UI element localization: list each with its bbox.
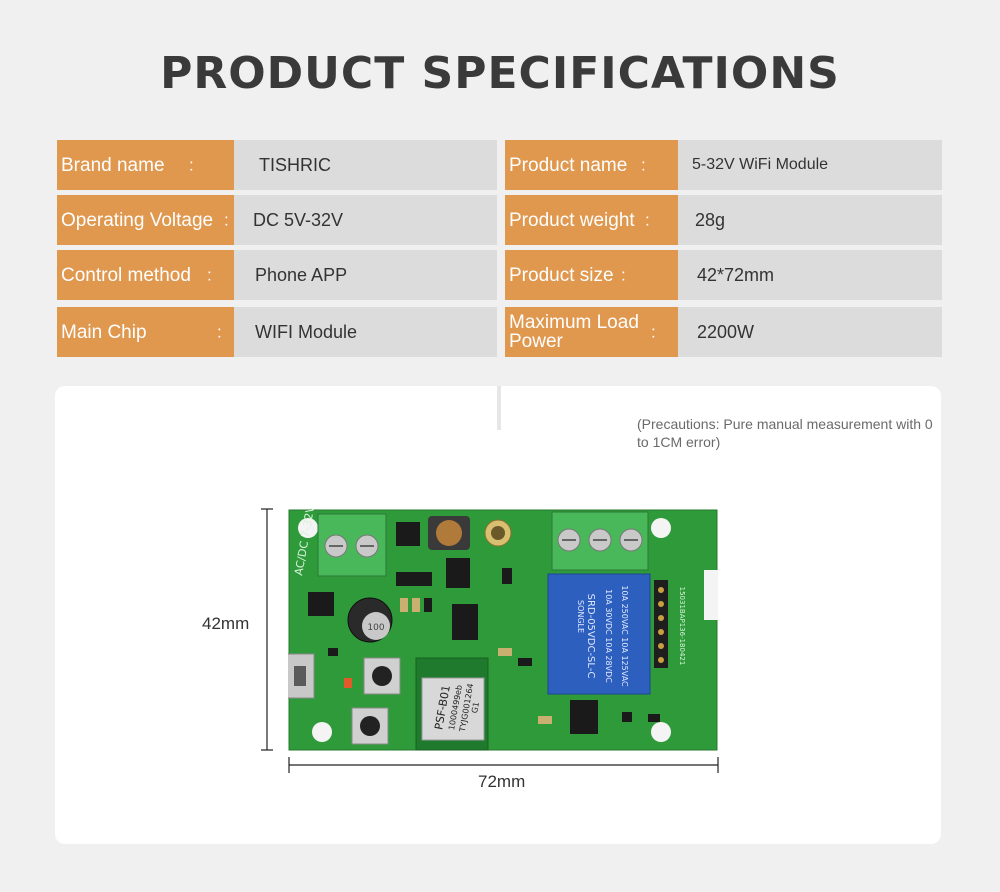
spec-value: WIFI Module xyxy=(234,307,497,357)
spec-row-brand: Brand name : TISHRIC xyxy=(57,140,497,190)
spec-value: TISHRIC xyxy=(234,140,497,190)
measurement-note: (Precautions: Pure manual measurement wi… xyxy=(637,416,933,450)
pcb-board-image: SRD-05VDC-SL-C 10A 30VDC 10A 28VDC 10A 2… xyxy=(288,508,718,751)
spec-label-text: Maximum Load Power xyxy=(509,312,639,352)
spec-label-text: Main Chip xyxy=(61,321,147,343)
spec-row-chip: Main Chip : WIFI Module xyxy=(57,307,497,357)
ic-chip xyxy=(308,592,334,616)
spec-row-weight: Product weight : 28g xyxy=(505,195,942,245)
spec-label: Brand name : xyxy=(57,140,234,190)
spec-colon: : xyxy=(621,265,626,285)
ic-chip xyxy=(446,558,470,588)
spec-label-text: Product weight xyxy=(509,209,635,231)
spec-label: Product name : xyxy=(505,140,678,190)
spec-colon: : xyxy=(207,265,212,285)
spec-label: Product weight : xyxy=(505,195,678,245)
module-rev-text: G1 xyxy=(470,701,481,714)
divider xyxy=(497,386,501,430)
height-dimension-label: 42mm xyxy=(202,614,250,633)
spec-colon: : xyxy=(217,322,222,342)
relay-rating-text: 10A 250VAC 10A 125VAC xyxy=(620,585,629,687)
mounting-hole xyxy=(298,518,318,538)
spec-label-text: Brand name xyxy=(61,154,165,176)
spec-value: 42*72mm xyxy=(678,250,942,300)
spec-row-voltage: Operating Voltage : DC 5V-32V xyxy=(57,195,497,245)
mounting-hole xyxy=(312,722,332,742)
relay-model-text: SRD-05VDC-SL-C xyxy=(585,594,596,679)
spec-label: Control method : xyxy=(57,250,234,300)
spec-colon: : xyxy=(641,155,646,175)
spec-value: Phone APP xyxy=(234,250,497,300)
spec-row-max-load: Maximum Load Power : 2200W xyxy=(505,307,942,357)
mounting-hole xyxy=(651,722,671,742)
spec-label: Operating Voltage : xyxy=(57,195,234,245)
pcb-code-text: 15031BAP136-180421 xyxy=(678,587,686,666)
spec-label: Main Chip : xyxy=(57,307,234,357)
ic-chip xyxy=(570,700,598,734)
spec-colon: : xyxy=(651,322,656,342)
spec-label-text: Product size xyxy=(509,264,614,286)
spec-colon: : xyxy=(645,210,650,230)
spec-value: 2200W xyxy=(678,307,942,357)
spec-row-product-name: Product name : 5-32V WiFi Module xyxy=(505,140,942,190)
spec-value: DC 5V-32V xyxy=(234,195,497,245)
spec-colon: : xyxy=(189,155,194,175)
relay xyxy=(547,573,651,695)
ic-chip xyxy=(452,604,478,640)
ic-chip xyxy=(396,522,420,546)
ic-chip xyxy=(396,572,432,586)
relay-brand-text: SONGLE xyxy=(576,600,585,633)
spec-row-control: Control method : Phone APP xyxy=(57,250,497,300)
spec-label-text: Operating Voltage xyxy=(61,209,214,231)
width-dimension-label: 72mm xyxy=(478,772,526,791)
spec-value: 28g xyxy=(678,195,942,245)
capacitor-value: 100 xyxy=(367,623,384,633)
spec-label: Product size : xyxy=(505,250,678,300)
mounting-hole xyxy=(651,518,671,538)
spec-row-size: Product size : 42*72mm xyxy=(505,250,942,300)
spec-label-text: Control method xyxy=(61,264,191,286)
spec-label: Maximum Load Power : xyxy=(505,307,678,357)
spec-colon: : xyxy=(224,210,229,230)
relay-rating-text: 10A 30VDC 10A 28VDC xyxy=(604,589,613,683)
spec-label-text: Product name xyxy=(509,154,628,176)
spec-value: 5-32V WiFi Module xyxy=(678,140,942,190)
page-title: PRODUCT SPECIFICATIONS xyxy=(160,48,840,99)
header-pins xyxy=(654,580,668,668)
